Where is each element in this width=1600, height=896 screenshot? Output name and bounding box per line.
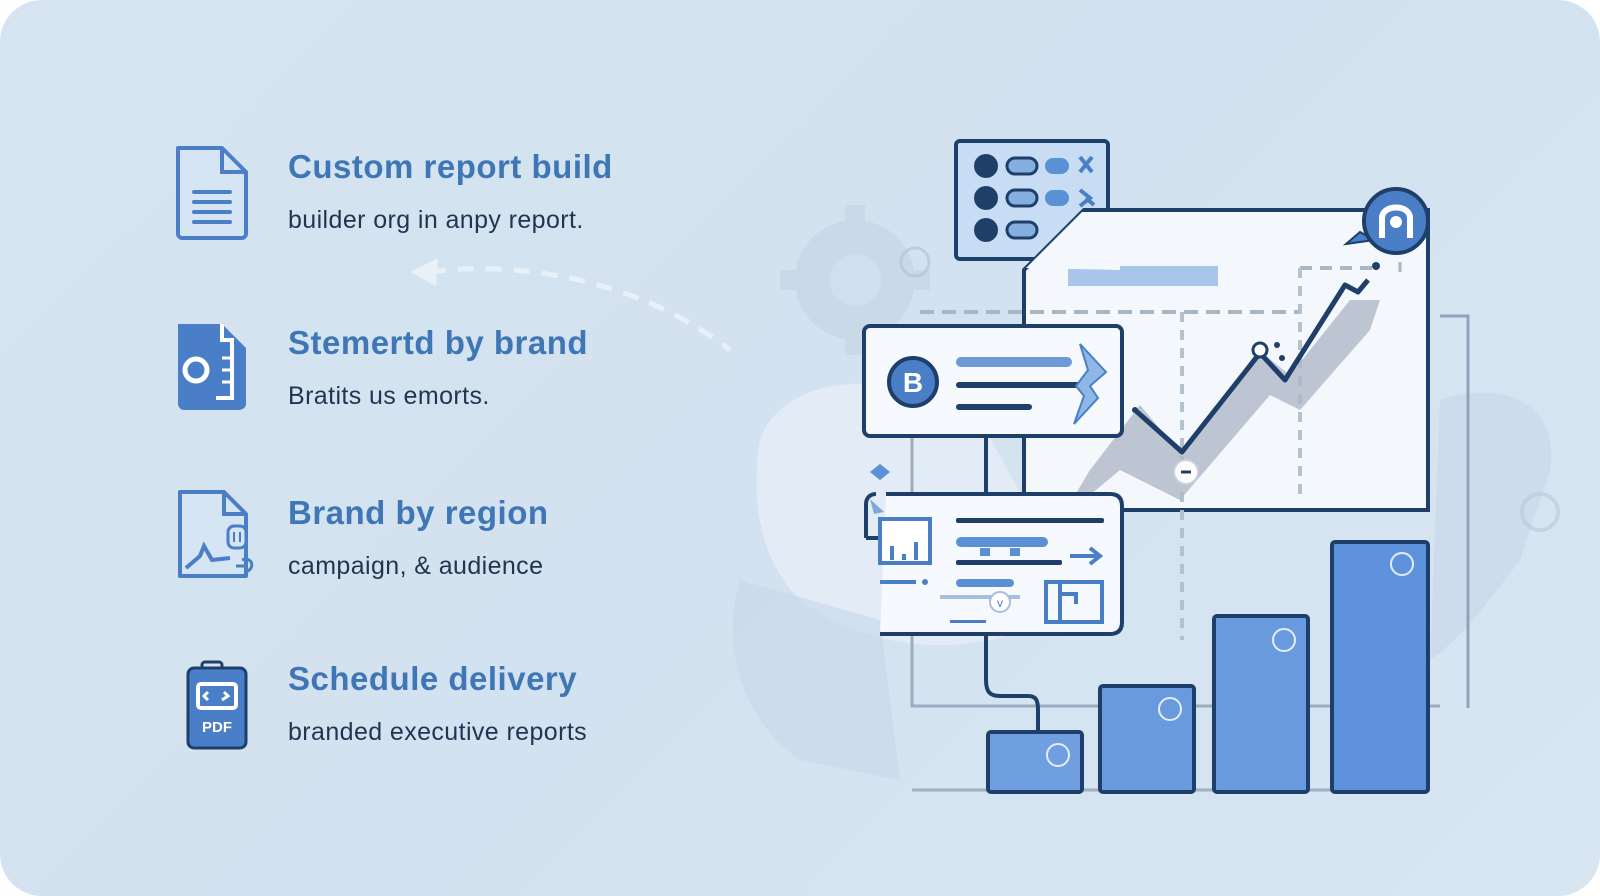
bar-4 <box>1330 540 1430 794</box>
svg-text:B: B <box>903 367 923 398</box>
feature-title: Custom report build <box>288 148 613 185</box>
feature-description: campaign, & audience <box>288 552 544 580</box>
feature-description: builder org in anpy report. <box>288 206 584 234</box>
bar-chart-icon <box>878 517 932 565</box>
feature-title: Stemertd by brand <box>288 324 589 361</box>
svg-text:PDF: PDF <box>202 719 232 736</box>
pdf-clipboard-icon: PDF <box>186 660 248 750</box>
region-document-chart-icon <box>178 490 254 578</box>
feature-title: Brand by region <box>288 494 549 531</box>
diamond-icon <box>870 464 890 480</box>
toggle-rows-icon <box>974 154 1096 242</box>
document-lines-icon <box>176 146 248 240</box>
feature-item-custom-report: Custom report build builder org in anpy … <box>172 142 692 252</box>
bar-3 <box>1212 614 1310 794</box>
svg-text:v: v <box>997 596 1003 610</box>
feature-item-schedule: PDF Schedule delivery branded executive … <box>172 654 692 764</box>
bitcoin-icon: B <box>887 356 939 408</box>
gear-icon <box>780 205 930 355</box>
feature-description: branded executive reports <box>288 718 588 746</box>
feature-item-region: Brand by region campaign, & audience <box>172 488 692 598</box>
branded-document-icon <box>178 324 246 410</box>
bar-1 <box>986 730 1084 794</box>
user-avatar-icon <box>1342 187 1430 255</box>
feature-item-brand: Stemertd by brand Bratits us emorts. <box>172 318 692 428</box>
feature-description: Bratits us emorts. <box>288 382 490 410</box>
feature-title: Schedule delivery <box>288 660 578 697</box>
bar-2 <box>1098 684 1196 794</box>
